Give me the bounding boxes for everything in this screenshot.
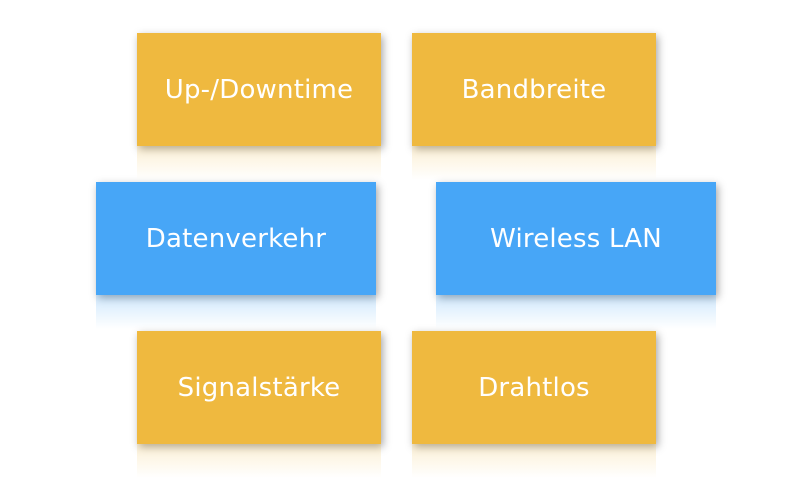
tile-label: Signalstärke [177, 372, 341, 403]
tile-bandbreite: Bandbreite [412, 33, 656, 146]
tile-reflection [137, 444, 381, 478]
tile-label: Drahtlos [478, 372, 590, 403]
tile-reflection [436, 295, 716, 329]
tile-label: Up-/Downtime [164, 74, 354, 105]
tile-reflection [412, 146, 656, 180]
tile-drahtlos: Drahtlos [412, 331, 656, 444]
tile-up-downtime: Up-/Downtime [137, 33, 381, 146]
tile-label: Datenverkehr [145, 223, 327, 254]
tile-wireless-lan: Wireless LAN [436, 182, 716, 295]
tile-reflection [137, 146, 381, 180]
tile-reflection [96, 295, 376, 329]
tile-label: Wireless LAN [490, 223, 662, 254]
tile-label: Bandbreite [461, 74, 607, 105]
tile-signalstaerke: Signalstärke [137, 331, 381, 444]
tile-reflection [412, 444, 656, 478]
tile-datenverkehr: Datenverkehr [96, 182, 376, 295]
